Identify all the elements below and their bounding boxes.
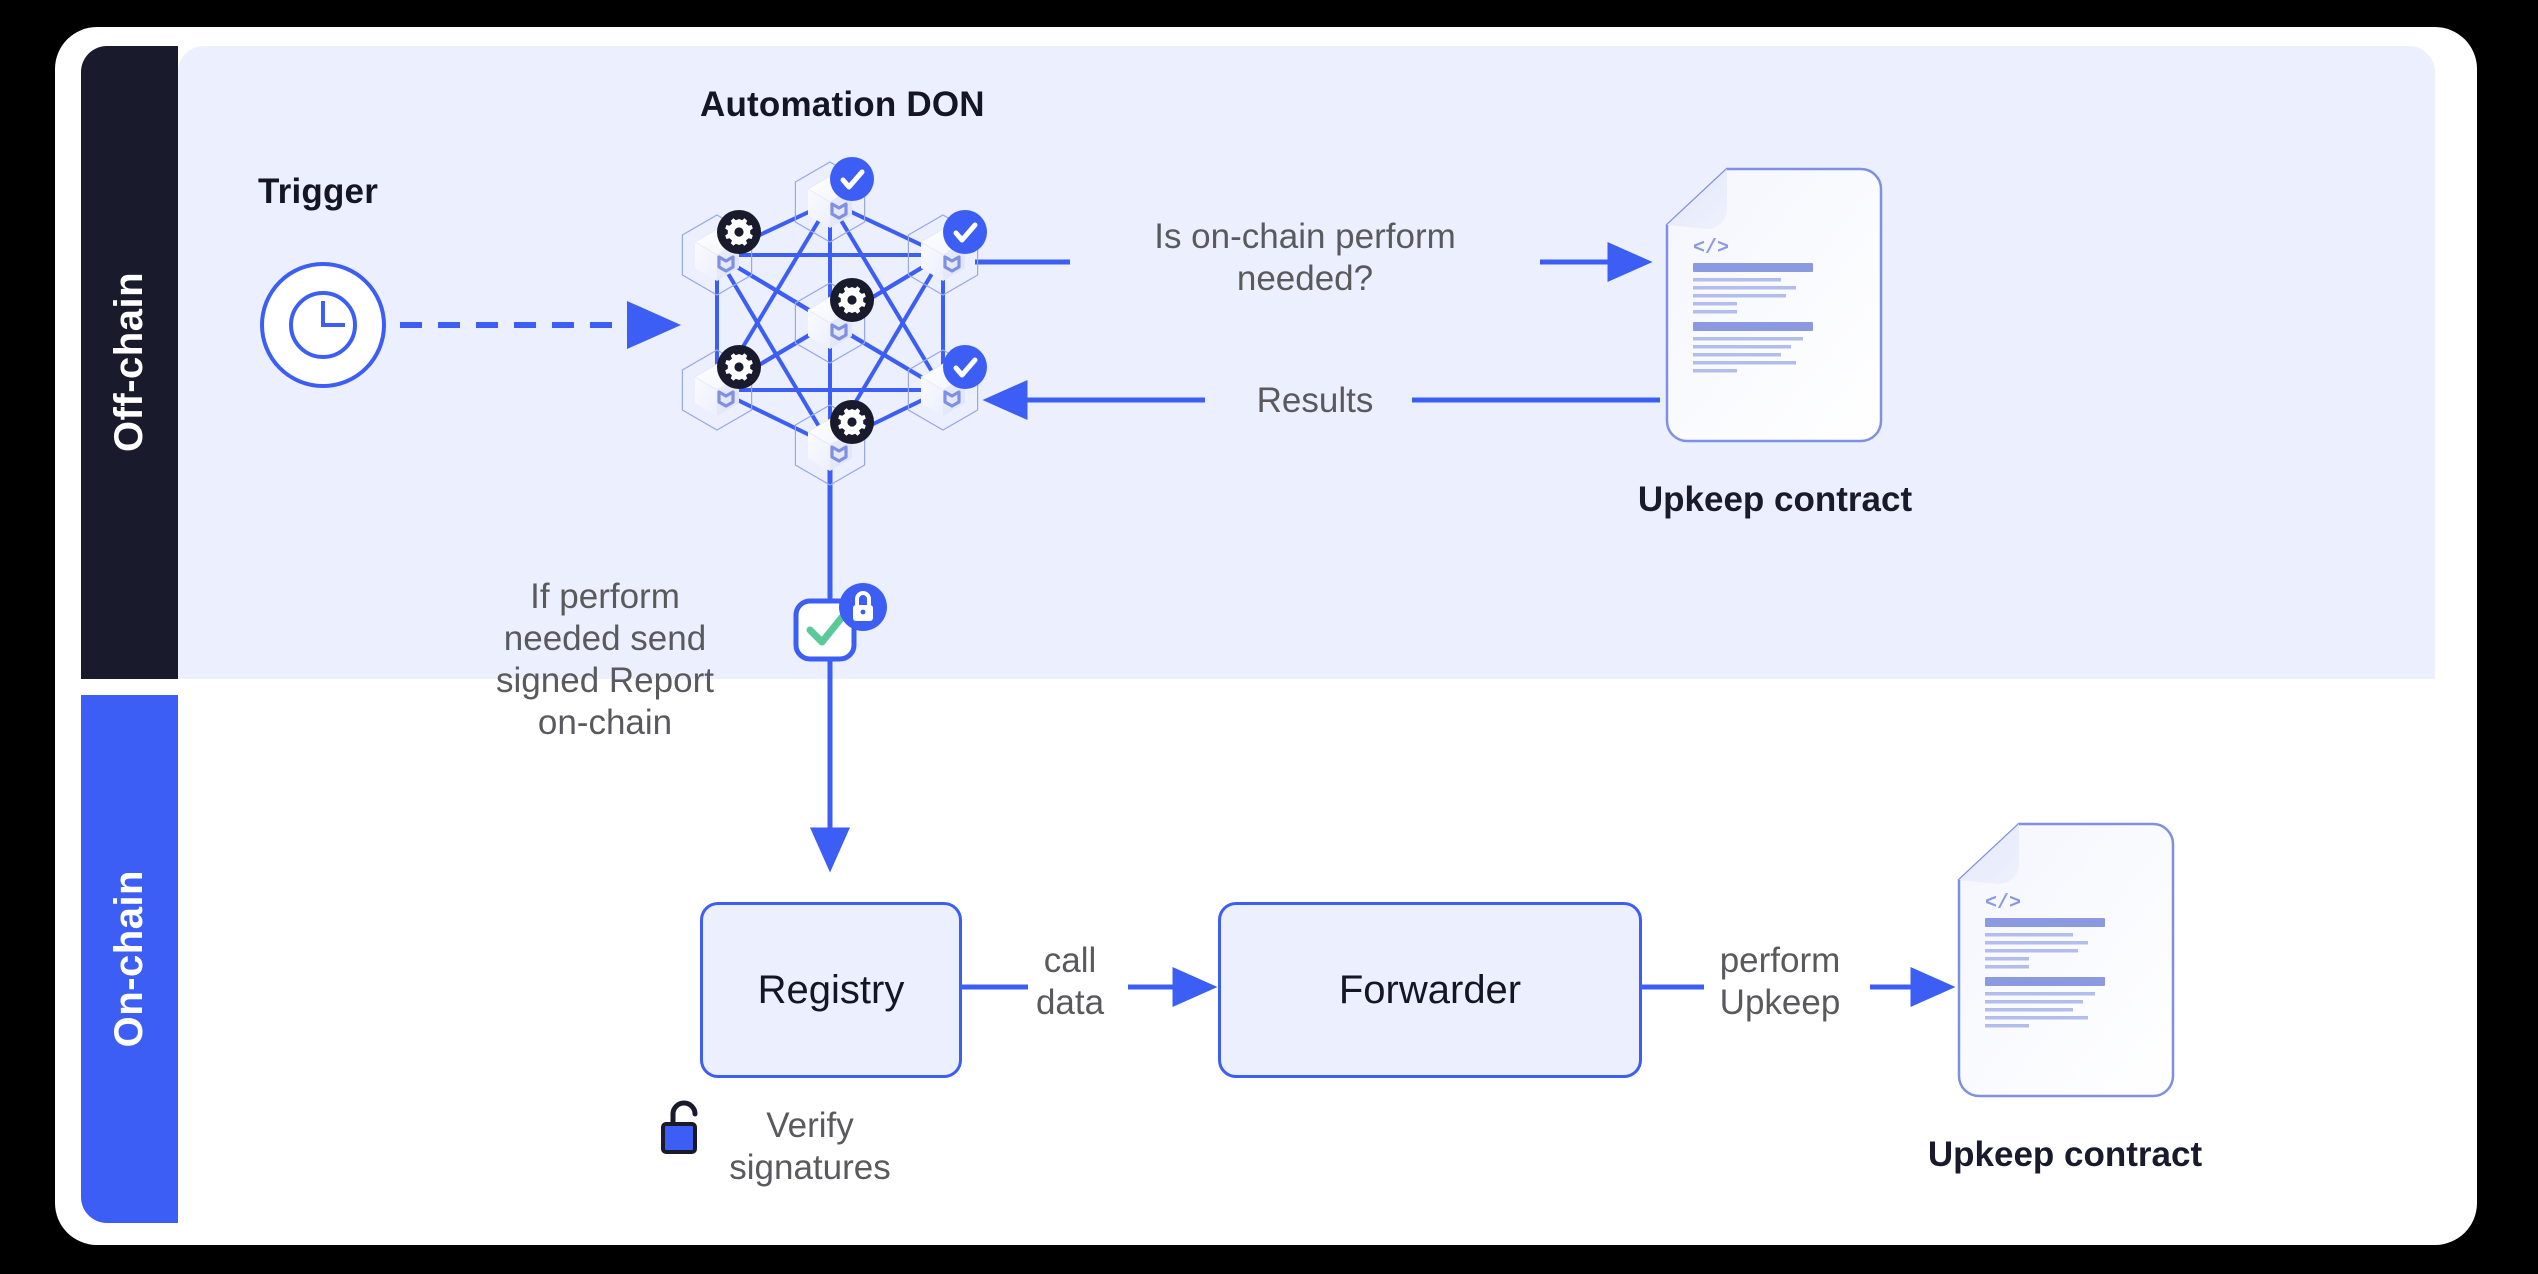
svg-text:</>: </> — [1985, 892, 2021, 915]
edge-label-call-data: call data — [1035, 941, 1105, 1022]
signed-report-icon — [793, 583, 887, 662]
upkeep-contract-label-bottom: Upkeep contract — [1927, 1135, 2203, 1174]
upkeep-contract-document-top: </> — [1665, 167, 1883, 443]
registry-box[interactable]: Registry — [700, 902, 962, 1078]
registry-label: Registry — [757, 967, 905, 1012]
unlock-icon — [661, 1100, 698, 1154]
sidebar-offchain: Off-chain — [81, 46, 178, 679]
offchain-region-panel — [178, 46, 2435, 679]
gear-badge-icon — [830, 400, 874, 444]
edge-label-perform-upkeep: perform Upkeep — [1719, 941, 1841, 1022]
clock-icon — [260, 262, 386, 388]
check-badge-icon — [830, 157, 874, 201]
edge-label-perform-needed: Is on-chain perform needed? — [1154, 217, 1456, 298]
sidebar-onchain: On-chain — [81, 695, 178, 1223]
verify-signatures-label: Verify signatures — [729, 1106, 891, 1187]
svg-text:</>: </> — [1693, 237, 1729, 260]
forwarder-label: Forwarder — [1338, 967, 1522, 1012]
forwarder-box[interactable]: Forwarder — [1218, 902, 1642, 1078]
upkeep-contract-document-bottom: </> — [1957, 822, 2175, 1098]
edge-label-signed-report: If perform needed send signed Report on-… — [496, 577, 714, 742]
sidebar-onchain-label: On-chain — [107, 870, 151, 1048]
check-badge-icon — [943, 345, 987, 389]
gear-badge-icon — [717, 210, 761, 254]
gear-badge-icon — [717, 345, 761, 389]
check-badge-icon — [943, 210, 987, 254]
don-title: Automation DON — [700, 85, 985, 124]
lock-icon — [839, 583, 887, 631]
sidebar-offchain-label: Off-chain — [107, 272, 151, 453]
gear-badge-icon — [830, 278, 874, 322]
trigger-label: Trigger — [258, 172, 379, 211]
automation-don-network — [680, 135, 1000, 487]
edge-label-results: Results — [1256, 381, 1374, 420]
upkeep-contract-label-top: Upkeep contract — [1637, 480, 1913, 519]
